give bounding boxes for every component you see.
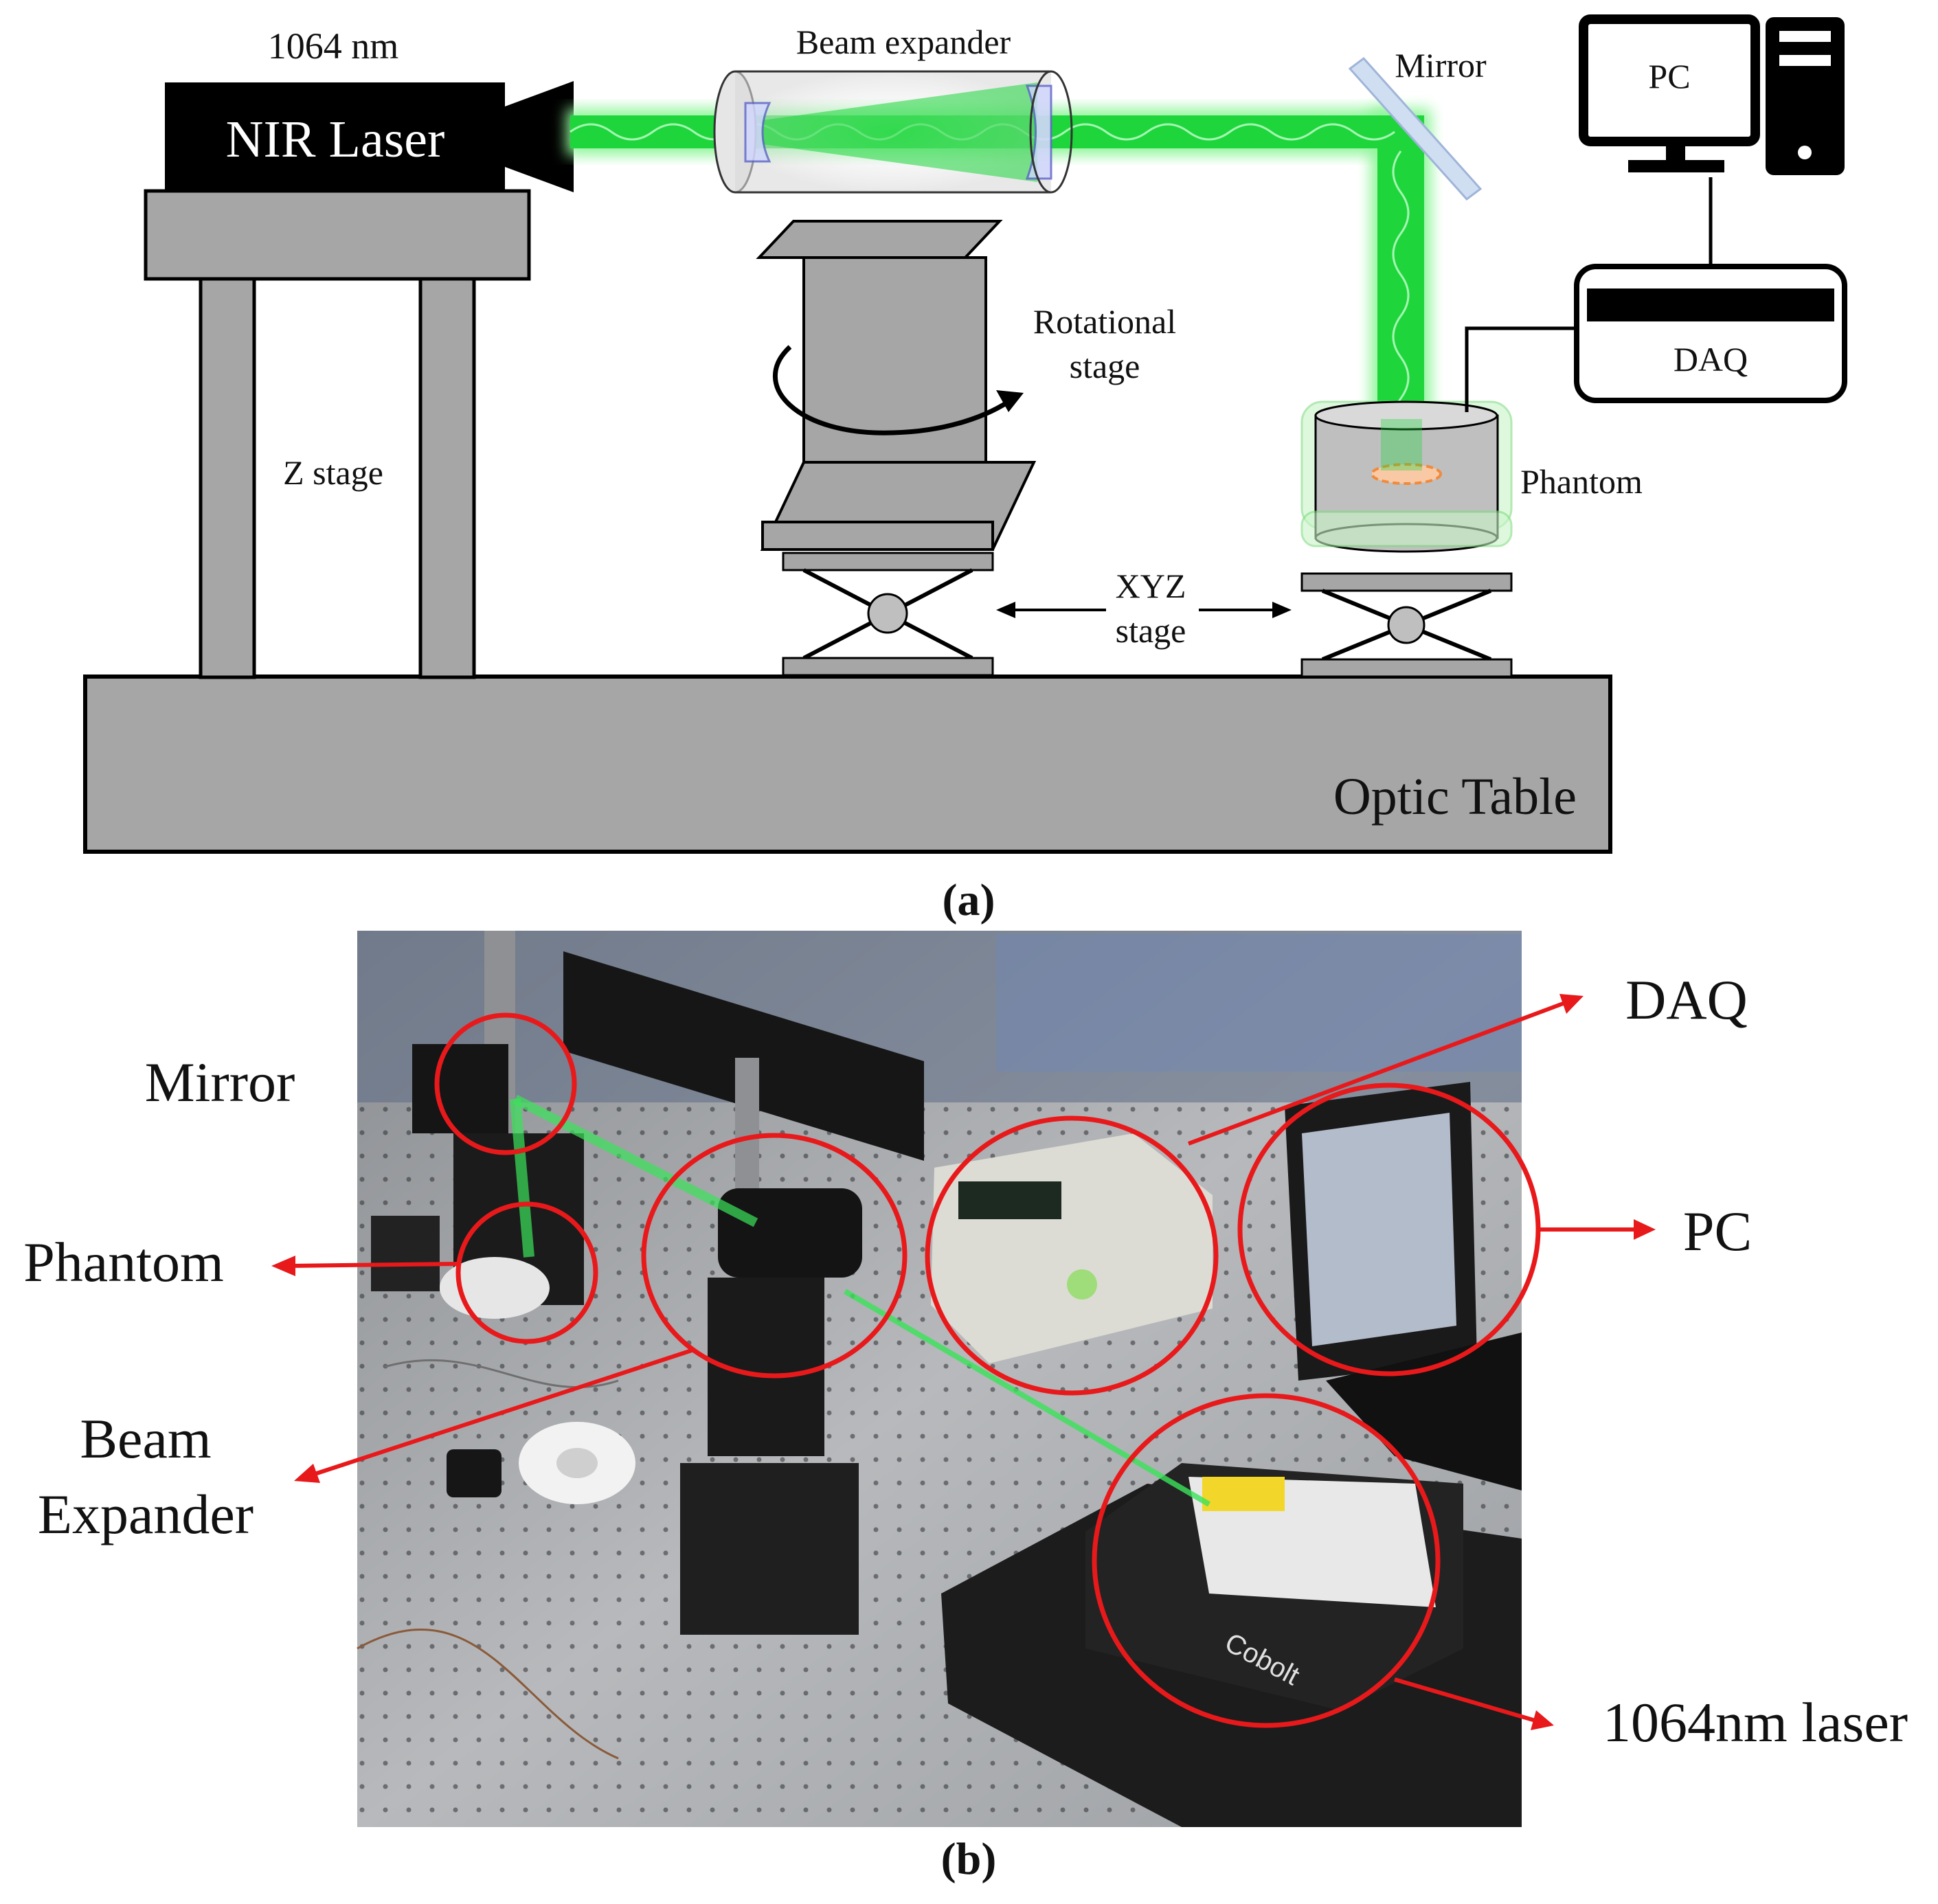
xyz-stage-label-line2: stage bbox=[1116, 611, 1186, 650]
beam-expander-circle bbox=[641, 1133, 908, 1379]
xyz-arrows bbox=[996, 602, 1292, 618]
rotational-stage-label-line2: stage bbox=[1070, 347, 1140, 385]
daq-icon bbox=[1465, 177, 1847, 412]
beam-expander-label: Beam expander bbox=[796, 23, 1011, 61]
annotation-arrows bbox=[271, 994, 1656, 1730]
panel-b-photo: Cobolt Mirror Phantom Beam Expande bbox=[23, 931, 1908, 1884]
mirror-label: Mirror bbox=[1395, 46, 1487, 84]
mirror-circle bbox=[434, 1012, 577, 1155]
photo-phantom-label: Phantom bbox=[23, 1231, 224, 1293]
phantom-circle bbox=[455, 1201, 598, 1344]
xyz-stage-right bbox=[1300, 572, 1513, 678]
lab-photo bbox=[357, 931, 1522, 1827]
optic-table-label: Optic Table bbox=[1333, 768, 1577, 826]
pc-icon bbox=[1579, 14, 1845, 175]
daq-label: DAQ bbox=[1674, 340, 1748, 378]
pc-label: PC bbox=[1648, 57, 1690, 95]
laser-circle bbox=[1092, 1393, 1441, 1728]
photo-laser-label: 1064nm laser bbox=[1603, 1691, 1908, 1754]
caption-b: (b) bbox=[941, 1834, 997, 1884]
laser-wavelength-label: 1064 nm bbox=[268, 25, 399, 67]
nir-laser-label: NIR Laser bbox=[226, 111, 445, 168]
photo-beam-expander-label-line1: Beam bbox=[80, 1407, 211, 1470]
nir-laser bbox=[165, 81, 574, 192]
xyz-stage-label-line1: XYZ bbox=[1116, 567, 1186, 605]
z-stage bbox=[144, 189, 531, 679]
rotational-stage bbox=[756, 220, 1037, 551]
pc-circle bbox=[1237, 1083, 1541, 1376]
daq-circle bbox=[925, 1115, 1219, 1396]
xyz-stage-left bbox=[782, 552, 994, 677]
phantom-label: Phantom bbox=[1520, 462, 1643, 501]
caption-a: (a) bbox=[943, 875, 995, 925]
photo-pc-label: PC bbox=[1683, 1200, 1752, 1262]
panel-a-schematic: Optic Table Z stage NIR Laser 1064 nm bbox=[83, 14, 1847, 925]
phantom bbox=[1300, 400, 1513, 553]
rotation-arrow-icon bbox=[773, 345, 1024, 435]
mirror bbox=[1348, 56, 1483, 201]
photo-mirror-label: Mirror bbox=[145, 1051, 295, 1113]
photo-daq-label: DAQ bbox=[1625, 968, 1748, 1031]
z-stage-label: Z stage bbox=[283, 453, 383, 492]
photo-beam-expander-label-line2: Expander bbox=[38, 1483, 253, 1545]
beam-expander bbox=[713, 70, 1073, 194]
annotation-circles bbox=[434, 1012, 1541, 1728]
rotational-stage-label-line1: Rotational bbox=[1033, 302, 1176, 341]
optic-table bbox=[83, 675, 1612, 854]
